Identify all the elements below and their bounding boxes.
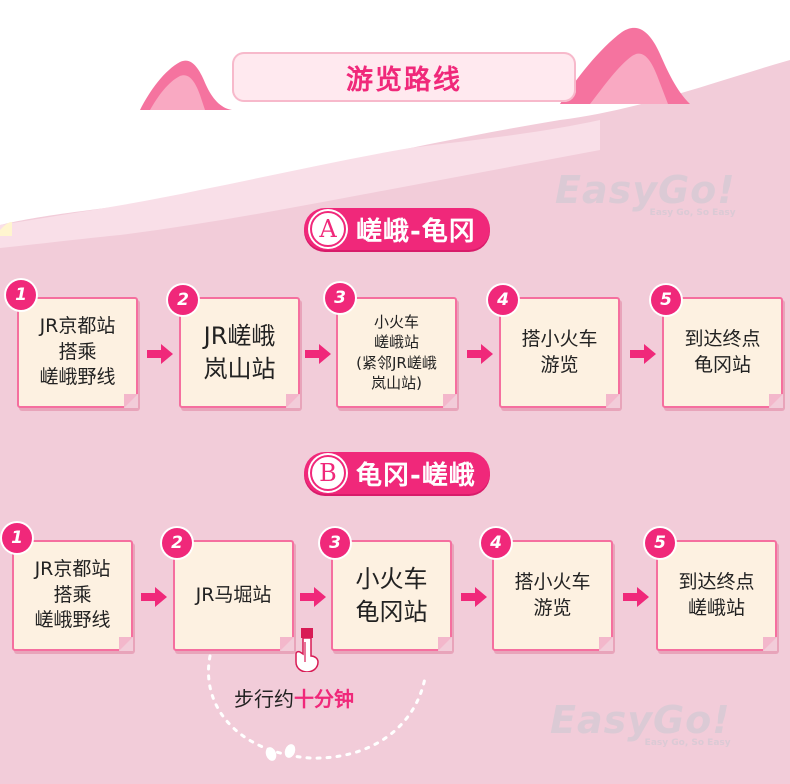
pointing-hand-icon [295, 628, 319, 672]
arrow-right-icon [623, 587, 649, 607]
step-text: 小火车 嵯峨站 (紧邻JR嵯峨 岚山站) [356, 313, 437, 392]
watermark-brand: EasyGo! [550, 698, 731, 742]
footprints-icon [265, 744, 296, 761]
arrow-right-icon [147, 344, 173, 364]
route-a-title: 嵯峨-龟冈 [356, 216, 476, 247]
arrow-right-icon [630, 344, 656, 364]
watermark-tagline: Easy Go, So Easy [644, 738, 731, 748]
watermark-brand: EasyGo! [555, 168, 736, 212]
route-a-header: A 嵯峨-龟冈 [304, 208, 490, 250]
title-banner: 游览路线 [232, 52, 576, 102]
arrow-right-icon [141, 587, 167, 607]
route-b-title: 龟冈-嵯峨 [356, 460, 476, 491]
route-a-step-2-number: 2 [168, 285, 198, 315]
step-text: JR京都站 搭乘 嵯峨野线 [39, 315, 116, 389]
route-a-step-4: 搭小火车 游览 [499, 297, 620, 408]
watermark-bottom: EasyGo! Easy Go, So Easy [550, 698, 731, 748]
route-a-step-3-number: 3 [325, 283, 355, 313]
route-b-step-1-number: 1 [2, 523, 32, 553]
route-a-step-3: 小火车 嵯峨站 (紧邻JR嵯峨 岚山站) [336, 297, 457, 408]
arrow-right-icon [467, 344, 493, 364]
step-text: 到达终点 龟冈站 [684, 327, 761, 376]
step-text: JR京都站 搭乘 嵯峨野线 [34, 558, 111, 632]
route-b-step-2-number: 2 [162, 528, 192, 558]
route-a-step-5: 到达终点 龟冈站 [662, 297, 783, 408]
route-b-step-1: JR京都站 搭乘 嵯峨野线 [12, 540, 133, 651]
route-b-step-2: JR马堀站 [173, 540, 294, 651]
route-b-step-5-number: 5 [645, 528, 675, 558]
route-b-step-5: 到达终点 嵯峨站 [656, 540, 777, 651]
walk-note-duration: 十分钟 [294, 687, 354, 711]
step-text: JR嵯峨 岚山站 [203, 322, 276, 383]
step-text: JR马堀站 [195, 583, 272, 606]
route-a-step-2: JR嵯峨 岚山站 [179, 297, 300, 408]
step-text: 到达终点 嵯峨站 [678, 570, 755, 619]
route-b-step-3: 小火车 龟冈站 [331, 540, 452, 651]
step-text: 搭小火车 游览 [514, 570, 591, 619]
route-a-step-1: JR京都站 搭乘 嵯峨野线 [17, 297, 138, 408]
walk-note: 步行约十分钟 [234, 683, 354, 712]
route-b-badge: B [310, 455, 346, 491]
route-b-step-4: 搭小火车 游览 [492, 540, 613, 651]
route-b-step-3-number: 3 [320, 528, 350, 558]
arrow-right-icon [305, 344, 331, 364]
step-text: 小火车 龟冈站 [355, 565, 428, 626]
arrow-right-icon [461, 587, 487, 607]
arrow-right-icon [300, 587, 326, 607]
watermark-tagline: Easy Go, So Easy [649, 208, 736, 218]
page-title: 游览路线 [346, 64, 462, 96]
route-b-header: B 龟冈-嵯峨 [304, 452, 490, 494]
watermark-top: EasyGo! Easy Go, So Easy [555, 168, 736, 218]
route-a-step-5-number: 5 [651, 285, 681, 315]
step-text: 搭小火车 游览 [521, 327, 598, 376]
route-a-step-4-number: 4 [488, 285, 518, 315]
route-a-step-1-number: 1 [6, 280, 36, 310]
walk-note-prefix: 步行约 [234, 687, 294, 711]
dotted-arc-decoration [207, 654, 427, 760]
route-a-badge: A [310, 211, 346, 247]
route-b-step-4-number: 4 [481, 528, 511, 558]
